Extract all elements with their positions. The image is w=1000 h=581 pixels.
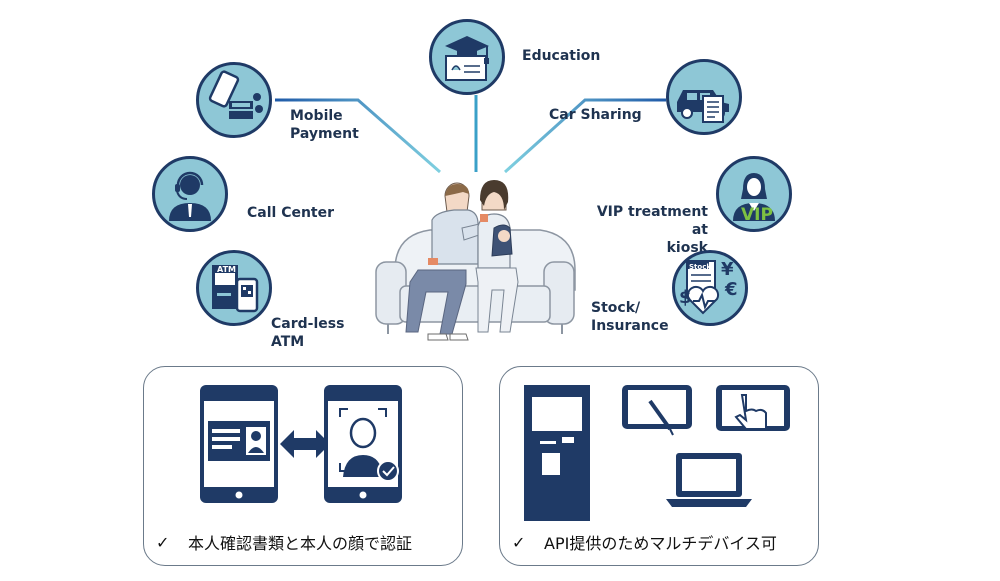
dollar-sign: $ — [679, 287, 692, 308]
phone-face-scan — [324, 385, 402, 503]
double-arrow-icon — [280, 430, 330, 458]
laptop-icon — [666, 453, 752, 507]
atm-sign: ATM — [217, 265, 236, 274]
tablet-pen-icon — [622, 385, 692, 436]
call-center-icon — [152, 156, 228, 232]
stock-insurance-label: Stock/ Insurance — [591, 300, 669, 334]
identity-verification-caption: 本人確認書類と本人の顔で認証 — [188, 534, 413, 553]
multi-device-panel: ✓ API提供のためマルチデバイス可 — [499, 366, 819, 566]
mobile-payment-icon — [196, 62, 272, 138]
line-car-sharing — [503, 98, 666, 174]
atm-label: Card-less ATM — [271, 316, 345, 350]
car-sharing-label: Car Sharing — [549, 107, 642, 123]
stock-insurance-icon: Stock ¥ € $ — [672, 250, 748, 326]
line-mobile-payment — [275, 98, 441, 174]
father — [405, 182, 489, 341]
car-sharing-icon — [666, 59, 742, 135]
check-icon: ✓ — [512, 533, 526, 552]
mobile-payment-label: Mobile Payment — [290, 108, 359, 142]
kiosk-icon — [524, 385, 590, 521]
stock-sign: Stock — [689, 263, 712, 271]
tablet-touch-icon — [716, 385, 790, 431]
education-icon — [429, 19, 505, 95]
vip-icon: VIP — [716, 156, 792, 232]
yen-sign: ¥ — [721, 259, 734, 280]
euro-sign: € — [725, 279, 738, 300]
check-icon: ✓ — [156, 533, 170, 552]
multi-device-caption: API提供のためマルチデバイス可 — [544, 534, 777, 553]
vip-label: VIP treatment at kiosk — [596, 204, 708, 256]
mother-and-child — [475, 180, 519, 333]
call-center-label: Call Center — [247, 205, 335, 221]
phone-id-document — [200, 385, 278, 503]
identity-verification-panel: ✓ 本人確認書類と本人の顔で認証 — [143, 366, 463, 566]
vip-sign: VIP — [741, 205, 773, 225]
atm-icon: ATM — [196, 250, 272, 326]
education-label: Education — [522, 48, 601, 64]
